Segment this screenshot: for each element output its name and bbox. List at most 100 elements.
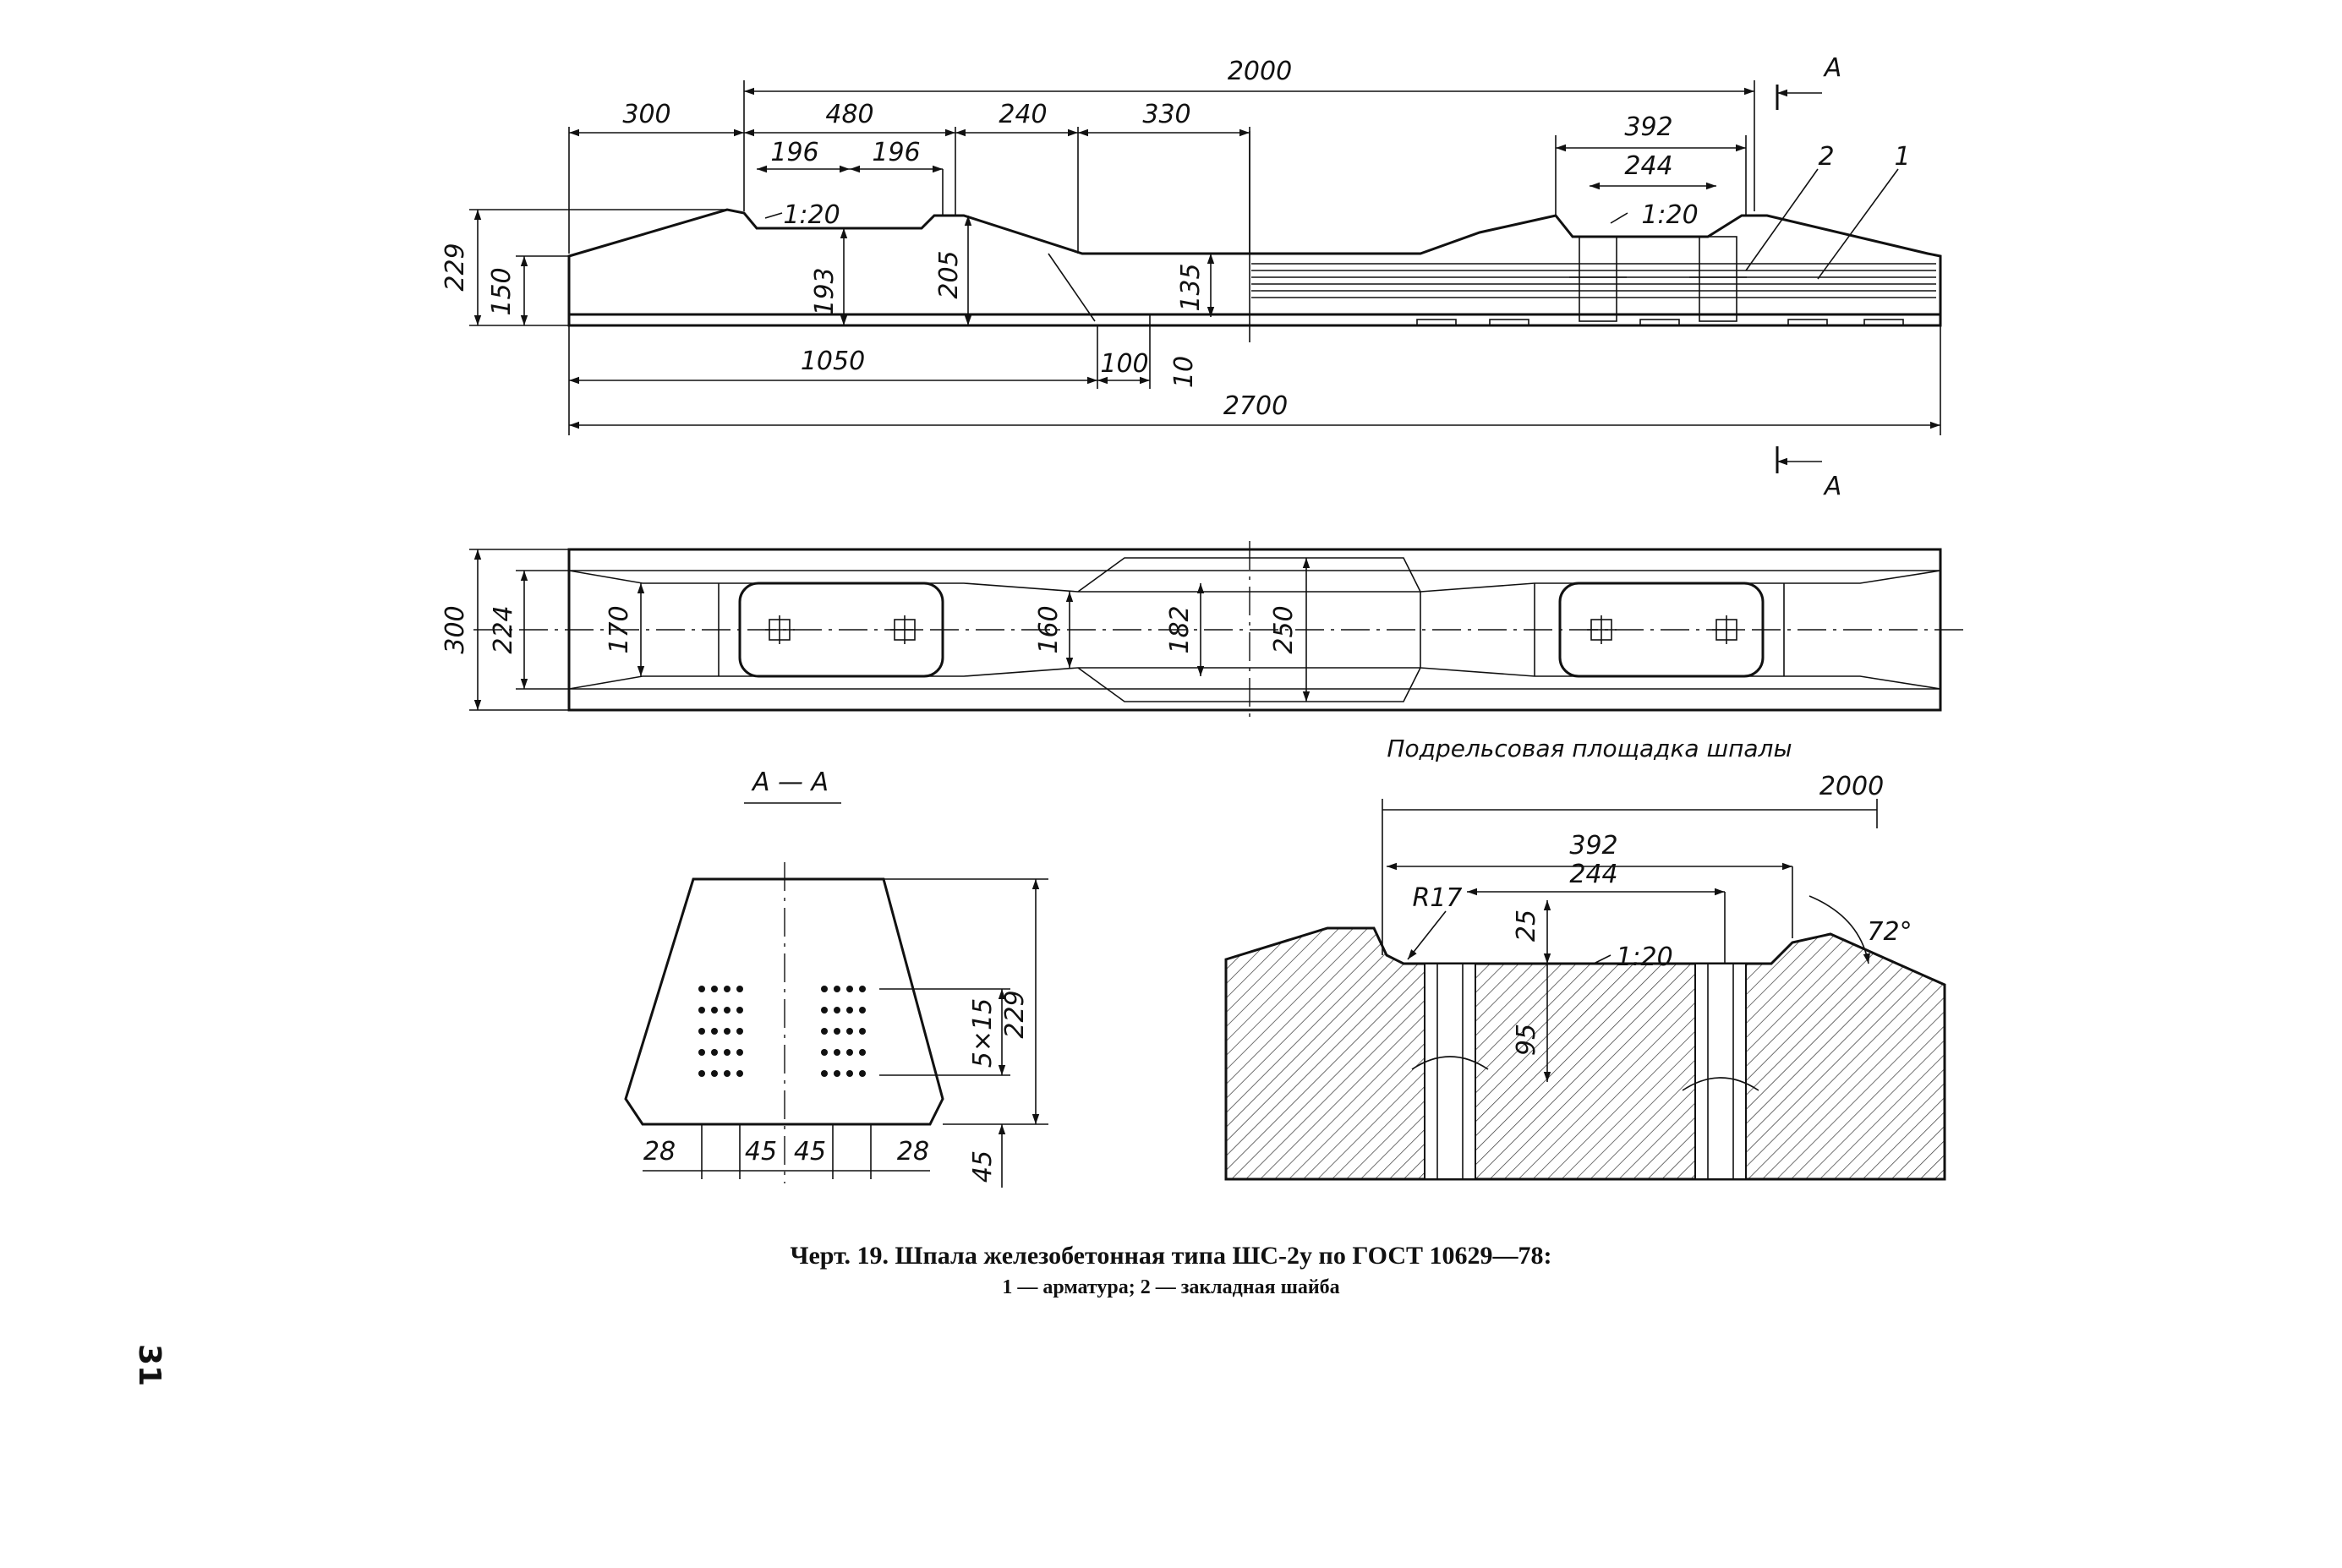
bolt-channel-left	[1424, 963, 1476, 1180]
dim-45-left: 45	[745, 1137, 777, 1166]
rebar-dot	[834, 1049, 840, 1056]
section-letter-bottom: A	[1823, 472, 1842, 501]
plan-taper-top	[568, 570, 1941, 593]
rail-seat-title: Подрельсовая площадка шпалы	[1387, 735, 1792, 762]
rebar-dot	[821, 1028, 828, 1035]
rebar-dot	[698, 1070, 705, 1077]
reinforcement-lines	[1251, 263, 1936, 298]
dim-229-elev: 229	[440, 243, 470, 291]
rebar-dot	[724, 1049, 731, 1056]
rebar-dot	[736, 1049, 743, 1056]
callouts: 2 1	[1745, 142, 1911, 280]
dim-5x15: 5×15	[968, 998, 998, 1068]
plan-view: 300 224 170 160 182 250	[440, 541, 1970, 718]
rail-seat-right	[1558, 582, 1765, 678]
dimension-2000: 2000	[743, 57, 1755, 211]
dim-300: 300	[622, 100, 670, 129]
angle-arc	[1808, 895, 1870, 964]
rebar-dot	[724, 986, 731, 992]
slope-mark-left	[764, 212, 783, 219]
rebar-dot	[711, 1049, 718, 1056]
dim-25: 25	[1512, 910, 1541, 942]
dim-330: 330	[1142, 100, 1190, 129]
plan-dims: 300 224 170 160 182 250	[440, 549, 1311, 711]
vertical-dims-elevation: 229 150 193 205 135 10	[440, 209, 1215, 389]
rebar-dot	[736, 1070, 743, 1077]
section-aa-dots	[698, 986, 866, 1077]
section-aa-title: А — А	[751, 768, 829, 797]
dim-182: 182	[1165, 605, 1195, 653]
rebar-dot	[859, 1070, 866, 1077]
rebar-dot	[821, 1007, 828, 1013]
rail-seat-detail: Подрельсовая площадка шпалы 2000 392 244…	[1224, 735, 1946, 1181]
dim-205: 205	[934, 250, 964, 298]
dim-480: 480	[825, 100, 873, 129]
rebar-dot	[846, 1007, 853, 1013]
rebar-dot	[724, 1007, 731, 1013]
rebar-dot	[846, 1049, 853, 1056]
slope-left: 1:20	[783, 200, 840, 230]
rebar-dot	[711, 1028, 718, 1035]
section-aa-dims: 229 5×15 45 28 45 45 28	[643, 878, 1048, 1188]
dim-244-seat: 244	[1569, 860, 1617, 889]
slope-mark-right	[1610, 212, 1628, 224]
dim-300-plan: 300	[440, 605, 470, 653]
page-number: 31	[132, 1344, 167, 1386]
rebar-dot	[821, 1049, 828, 1056]
dim-95: 95	[1512, 1024, 1541, 1056]
break-line	[1048, 253, 1096, 322]
rebar-dot	[698, 1028, 705, 1035]
bottom-recesses	[1416, 319, 1904, 326]
section-mark-bottom: A	[1776, 446, 1842, 501]
plan-taper-bottom	[568, 667, 1941, 690]
caption-legend: 1 — арматура; 2 — закладная шайба	[1002, 1276, 1339, 1298]
rebar-dot	[834, 1007, 840, 1013]
rebar-dot	[834, 1070, 840, 1077]
dimension-392-244: 392 244 1:20	[1555, 112, 1747, 230]
rail-seat-body	[1224, 926, 1946, 1181]
caption-title: Черт. 19. Шпала железобетонная типа ШС-2…	[790, 1242, 1551, 1270]
dim-2000-seat: 2000	[1819, 772, 1884, 801]
dim-196-right: 196	[872, 138, 920, 167]
rebar-dot	[736, 1028, 743, 1035]
rebar-dot	[834, 986, 840, 992]
dim-160: 160	[1034, 605, 1064, 653]
angle-72: 72°	[1867, 917, 1912, 947]
dim-392-elev: 392	[1624, 112, 1672, 142]
sleeper-outline	[567, 208, 1942, 327]
bolt-left	[1569, 236, 1627, 322]
rebar-dot	[711, 1070, 718, 1077]
rebar-dot	[698, 986, 705, 992]
dim-196-left: 196	[770, 138, 818, 167]
rebar-dot	[821, 1070, 828, 1077]
dim-28-left: 28	[643, 1137, 676, 1166]
dim-45-vertical: 45	[968, 1150, 998, 1183]
caption: Черт. 19. Шпала железобетонная типа ШС-2…	[790, 1242, 1551, 1298]
dim-193: 193	[810, 267, 840, 315]
section-a-a: А — А 229 5×15 45 28 45 45 28	[624, 768, 1048, 1188]
rebar-dot	[859, 1049, 866, 1056]
dim-250: 250	[1269, 605, 1299, 653]
rebar-dot	[711, 986, 718, 992]
dim-135: 135	[1176, 263, 1206, 311]
rail-seat-dims: 2000 392 244 R17 25 95 1:20 72°	[1382, 772, 1912, 1082]
dim-244-elev: 244	[1624, 151, 1672, 181]
callout-1: 1	[1894, 142, 1910, 172]
rebar-dot	[724, 1028, 731, 1035]
radius-r17: R17	[1412, 883, 1462, 913]
bottom-dims-elevation: 1050 100 2700	[568, 325, 1941, 435]
dim-2000: 2000	[1228, 57, 1292, 86]
rebar-dot	[724, 1070, 731, 1077]
dim-150: 150	[487, 267, 517, 315]
dim-229-aa: 229	[1000, 990, 1030, 1038]
dim-170: 170	[605, 605, 634, 653]
rebar-dot	[846, 986, 853, 992]
rebar-dot	[834, 1028, 840, 1035]
slope-seat: 1:20	[1616, 942, 1672, 972]
dim-28-right: 28	[897, 1137, 929, 1166]
washer-left	[1411, 1056, 1489, 1070]
callout-2: 2	[1818, 142, 1834, 172]
slope-right: 1:20	[1641, 200, 1698, 230]
bolt-right	[1689, 236, 1747, 322]
